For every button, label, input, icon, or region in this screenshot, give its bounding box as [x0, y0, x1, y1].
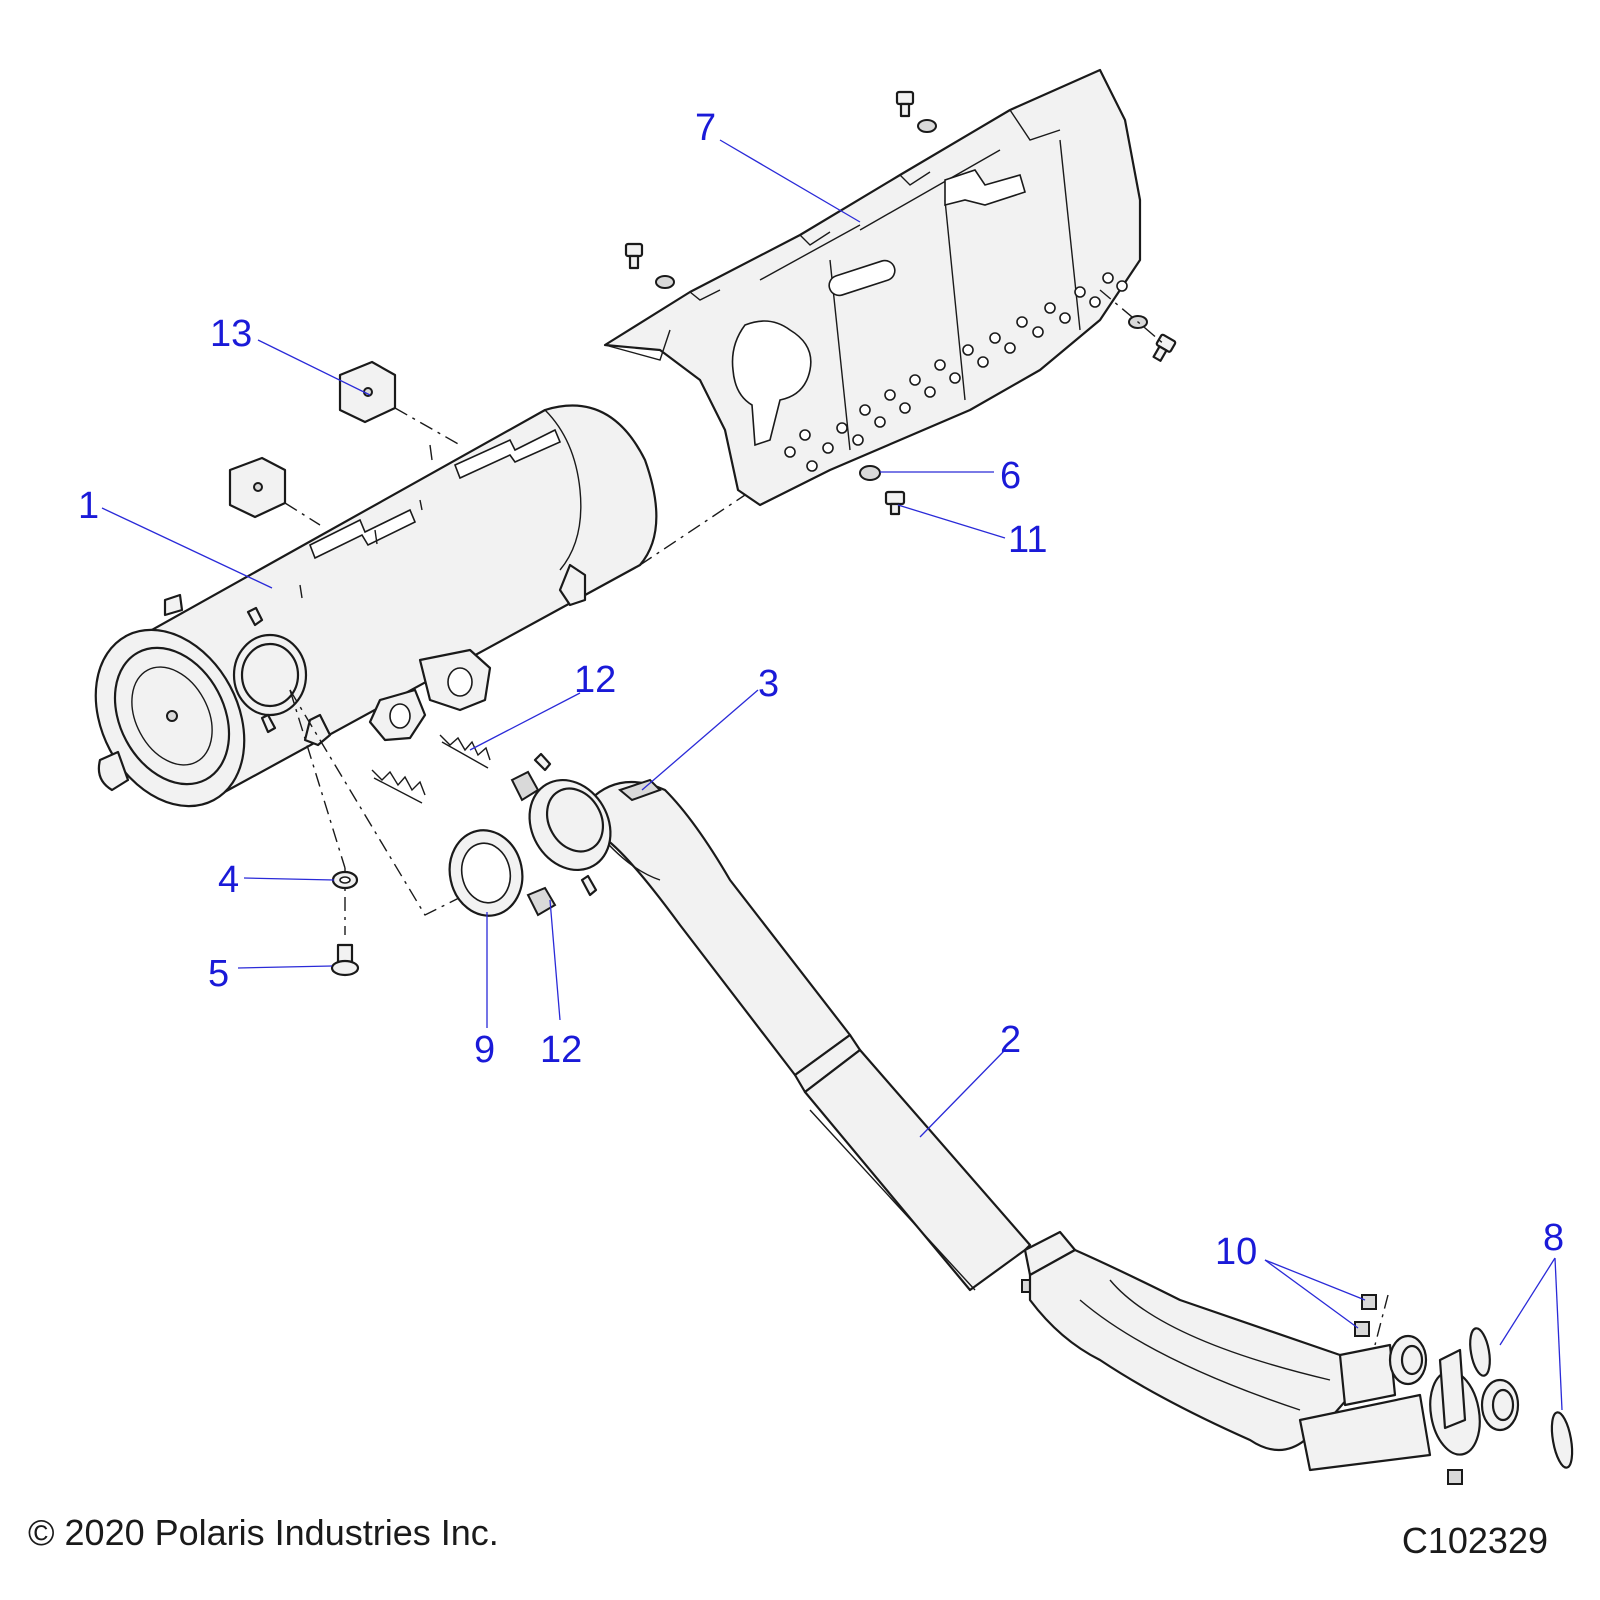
heat-shield [603, 68, 1142, 507]
callout-11: 11 [1008, 519, 1047, 561]
heat-shield-perforations [784, 272, 1128, 472]
callout-12-lower: 12 [540, 1029, 582, 1071]
exhaust-gaskets [1469, 1327, 1574, 1469]
callout-2: 2 [1000, 1019, 1021, 1061]
callout-5: 5 [208, 953, 229, 995]
drawing-number: C102329 [1401, 1520, 1548, 1561]
muffler [94, 404, 658, 808]
springs [371, 734, 557, 917]
callout-9: 9 [474, 1029, 495, 1071]
callout-13: 13 [210, 313, 252, 355]
callout-8: 8 [1543, 1217, 1564, 1259]
callout-12-upper: 12 [574, 659, 616, 701]
callout-4: 4 [218, 859, 239, 901]
copyright-notice: © 2020 Polaris Industries Inc. [28, 1512, 499, 1553]
callout-7: 7 [695, 107, 716, 149]
leader-lines [101, 139, 1563, 1411]
hanger-fasteners [330, 870, 360, 977]
callout-3: 3 [758, 663, 779, 705]
head-pipe [528, 752, 1520, 1485]
heat-shield-fasteners [624, 90, 1177, 516]
callouts: 1 2 3 4 5 6 7 8 9 10 11 12 12 13 [78, 107, 1564, 1273]
isolators [228, 360, 461, 526]
callout-1: 1 [78, 485, 99, 527]
callout-10: 10 [1215, 1231, 1257, 1273]
callout-6: 6 [1000, 455, 1021, 497]
gasket [448, 829, 524, 917]
